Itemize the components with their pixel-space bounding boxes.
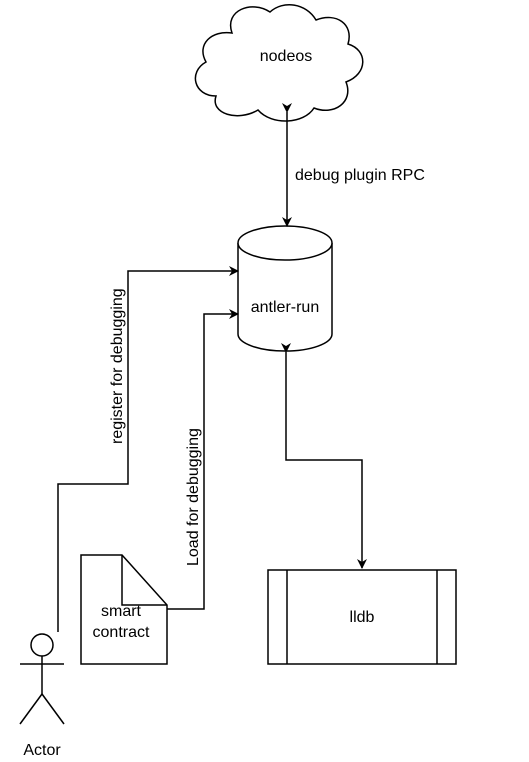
smart-contract-label-line1: smart xyxy=(101,603,142,620)
smart-contract-note[interactable]: smart contract xyxy=(80,554,168,665)
actor-head xyxy=(30,633,54,657)
note-shape xyxy=(80,554,168,665)
actor-figure[interactable]: Actor xyxy=(19,633,65,759)
note-fold xyxy=(121,555,167,606)
process-box xyxy=(267,569,457,665)
debug-plugin-rpc-label: debug plugin RPC xyxy=(295,167,425,184)
antler-run-cylinder[interactable]: antler-run xyxy=(237,225,333,352)
edge-line xyxy=(167,309,239,610)
edge-line xyxy=(281,343,367,569)
cloud-shape xyxy=(194,4,364,122)
lldb-process[interactable]: lldb xyxy=(267,569,457,665)
actor-right-leg xyxy=(41,693,65,725)
edge-register-for-debugging[interactable]: register for debugging xyxy=(57,266,239,632)
antler-run-label: antler-run xyxy=(251,299,319,316)
edge-debug-plugin-rpc[interactable]: debug plugin RPC xyxy=(282,103,425,227)
lldb-label: lldb xyxy=(350,609,375,626)
edge-load-for-debugging[interactable]: Load for debugging xyxy=(167,309,239,610)
cylinder-top xyxy=(237,225,333,261)
nodeos-cloud[interactable]: nodeos xyxy=(194,4,364,122)
load-for-debugging-label: Load for debugging xyxy=(185,428,202,566)
actor-left-leg xyxy=(19,693,43,725)
register-for-debugging-label: register for debugging xyxy=(109,288,126,444)
smart-contract-label-line2: contract xyxy=(93,624,150,641)
edge-line xyxy=(57,266,239,632)
nodeos-label: nodeos xyxy=(260,48,313,65)
actor-label: Actor xyxy=(23,742,61,759)
edge-antler-lldb[interactable] xyxy=(281,343,367,569)
